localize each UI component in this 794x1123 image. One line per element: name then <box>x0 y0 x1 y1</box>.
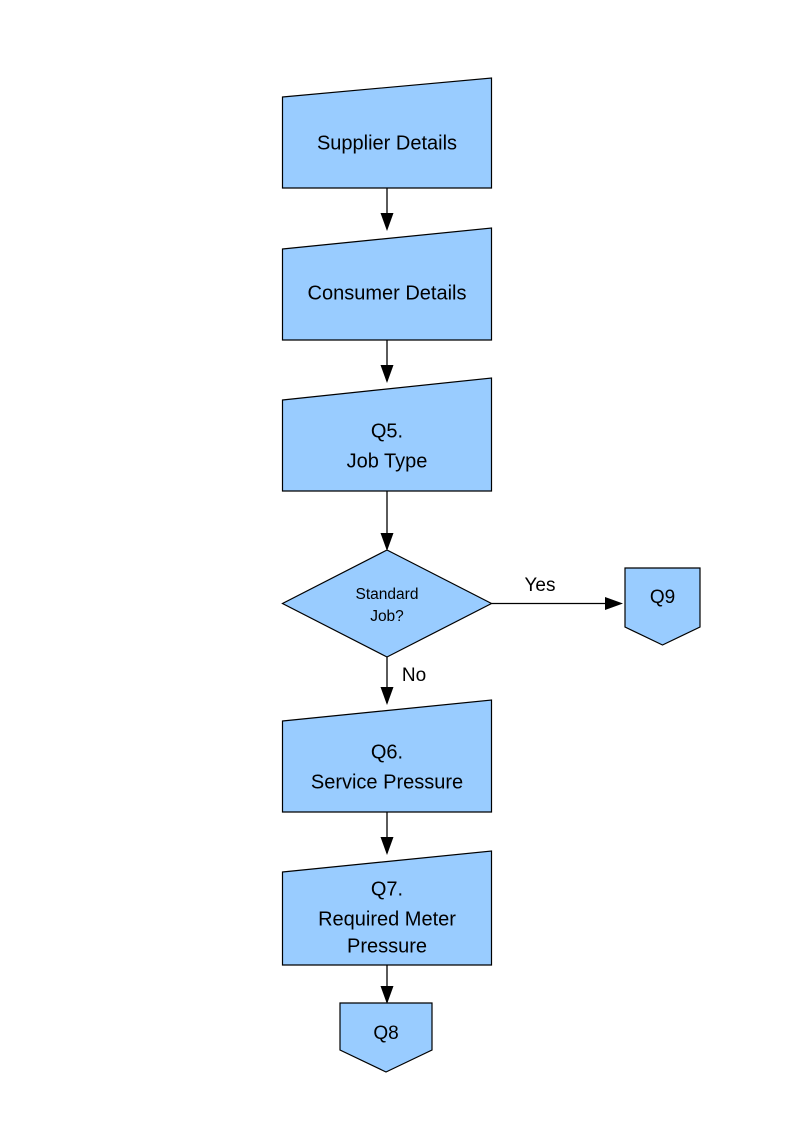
q6-service-pressure-shape <box>281 699 493 813</box>
edge-consumer-to-q5-arrowhead <box>380 365 394 383</box>
node-q6-service-pressure[interactable]: Q6. Service Pressure <box>281 699 493 813</box>
edge-q7-to-q8-arrowhead <box>380 986 394 1004</box>
q6-service-pressure-label-line1: Q6. <box>371 741 403 763</box>
edge-decision-to-q6-arrowhead <box>380 687 394 705</box>
node-consumer-details[interactable]: Consumer Details <box>281 227 493 341</box>
edge-q6-to-q7-arrowhead <box>380 837 394 855</box>
edge-supplier-to-consumer-arrowhead <box>380 213 394 231</box>
edge-label-no: No <box>402 665 426 686</box>
standard-job-decision-label-line1: Standard <box>356 586 419 603</box>
node-q7-required-meter-pressure[interactable]: Q7. Required Meter Pressure <box>281 850 493 966</box>
node-standard-job-decision[interactable]: Standard Job? <box>281 549 493 658</box>
q7-required-meter-pressure-label-line2: Required Meter <box>318 908 456 930</box>
q5-job-type-shape <box>281 377 493 492</box>
q7-required-meter-pressure-shape <box>281 850 493 966</box>
q8-connector-shape <box>339 1002 433 1073</box>
q9-connector-label: Q9 <box>650 587 675 608</box>
standard-job-decision-label-line2: Job? <box>370 608 404 625</box>
supplier-details-label: Supplier Details <box>317 132 457 154</box>
edge-label-yes: Yes <box>525 575 556 596</box>
edge-supplier-to-consumer <box>380 188 394 231</box>
node-q8-connector[interactable]: Q8 <box>339 1002 433 1073</box>
edge-q5-to-decision <box>380 491 394 551</box>
consumer-details-shape <box>281 227 493 341</box>
q6-service-pressure-label-line2: Service Pressure <box>311 771 463 793</box>
supplier-details-shape <box>281 77 493 189</box>
q7-required-meter-pressure-label-line3: Pressure <box>347 935 427 957</box>
node-q5-job-type[interactable]: Q5. Job Type <box>281 377 493 492</box>
q8-connector-label: Q8 <box>373 1023 398 1044</box>
consumer-details-label: Consumer Details <box>308 282 467 304</box>
edge-decision-to-q6: No <box>380 657 426 705</box>
node-q9-connector[interactable]: Q9 <box>624 567 701 646</box>
edge-consumer-to-q5 <box>380 340 394 383</box>
q9-connector-shape <box>624 567 701 646</box>
q7-required-meter-pressure-label-line1: Q7. <box>371 878 403 900</box>
q5-job-type-label-line2: Job Type <box>347 450 428 472</box>
node-supplier-details[interactable]: Supplier Details <box>281 77 493 189</box>
edge-q7-to-q8 <box>380 965 394 1004</box>
edge-q6-to-q7 <box>380 812 394 855</box>
edge-q5-to-decision-arrowhead <box>380 533 394 551</box>
edge-decision-to-q9-arrowhead <box>605 597 623 610</box>
standard-job-decision-shape <box>281 549 493 658</box>
q5-job-type-label-line1: Q5. <box>371 420 403 442</box>
edge-decision-to-q9: Yes <box>491 575 623 610</box>
